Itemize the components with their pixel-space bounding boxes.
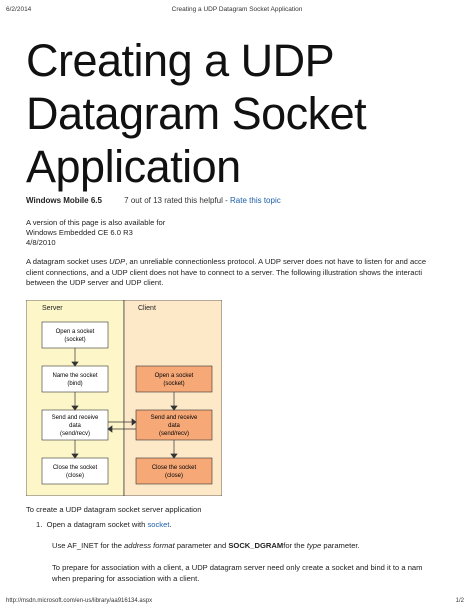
server-box-sendrecv-label: Send and receive xyxy=(52,415,99,421)
client-box-sendrecv-label: Send and receive xyxy=(151,415,198,421)
client-box-close xyxy=(135,457,213,485)
server-box-bind-call: (bind) xyxy=(67,381,82,387)
use-af-end: parameter. xyxy=(323,541,360,550)
intro-line-3: between the UDP server and UDP client. xyxy=(26,278,164,288)
rating-text: 7 out of 13 rated this helpful - xyxy=(124,196,228,205)
intro-line-2: client connections, and a UDP client doe… xyxy=(26,267,423,277)
server-box-close xyxy=(41,457,109,485)
intro-line-1: A datagram socket uses UDP, an unreliabl… xyxy=(26,257,427,266)
server-box-socket-call: (socket) xyxy=(64,337,85,343)
use-af-mid: parameter and xyxy=(176,541,227,550)
print-header-title: Creating a UDP Datagram Socket Applicati… xyxy=(171,6,303,13)
use-af-prefix: Use AF_INET for the xyxy=(52,541,122,550)
doc-date: 4/8/2010 xyxy=(26,238,56,247)
server-box-socket xyxy=(41,321,109,349)
page-title: Creating a UDP Datagram Socket Applicati… xyxy=(26,34,466,193)
step-number: 1. xyxy=(36,520,43,529)
print-page-number: 1/2 xyxy=(455,598,464,604)
sock-dgram-term: SOCK_DGRAM xyxy=(228,541,284,550)
server-label: Server xyxy=(42,305,63,312)
product-name: Windows Mobile 6.5 xyxy=(26,196,102,205)
type-term: type xyxy=(306,541,322,550)
flow-arrows xyxy=(71,348,178,459)
print-date: 6/2/2014 xyxy=(6,6,32,13)
client-box-socket xyxy=(135,365,213,393)
topic-meta: Windows Mobile 6.5 7 out of 13 rated thi… xyxy=(26,196,281,205)
step-1-text: Open a datagram socket with xyxy=(46,520,146,529)
rate-topic-link[interactable]: Rate this topic xyxy=(230,196,281,205)
client-box-socket-call: (socket) xyxy=(163,381,184,387)
ce-version-link[interactable]: Windows Embedded CE 6.0 R3 xyxy=(26,228,133,237)
client-box-sendrecv xyxy=(135,409,213,441)
client-box-sendrecv-call: (send/recv) xyxy=(159,431,189,437)
step-1-period: . xyxy=(169,520,172,529)
also-available-text: A version of this page is also available… xyxy=(26,218,166,227)
udp-interaction-diagram: Server Client Open a socket (socket) Nam… xyxy=(26,300,222,496)
server-box-sendrecv-data: data xyxy=(69,423,81,429)
address-format-term: address format xyxy=(124,541,175,550)
client-box-close-call: (close) xyxy=(165,473,183,479)
use-af-mid2: for the xyxy=(283,541,305,550)
procedure-step-1: 1. Open a datagram socket with socket. xyxy=(36,520,172,529)
title-line-3: Application xyxy=(26,141,241,192)
client-label: Client xyxy=(138,305,156,312)
client-box-sendrecv-data: data xyxy=(168,423,180,429)
prepare-line-1: To prepare for association with a client… xyxy=(52,563,423,572)
use-af-inet-text: Use AF_INET for the address format param… xyxy=(52,541,360,552)
procedure-heading: To create a UDP datagram socket server a… xyxy=(26,505,202,514)
server-box-bind xyxy=(41,365,109,393)
server-box-close-call: (close) xyxy=(66,473,84,479)
server-box-socket-label: Open a socket xyxy=(56,329,95,335)
prepare-line-2: when preparing for association with a cl… xyxy=(52,573,200,583)
client-box-socket-label: Open a socket xyxy=(155,373,194,379)
server-box-sendrecv-call: (send/recv) xyxy=(60,431,90,437)
server-box-close-label: Close the socket xyxy=(53,465,98,471)
print-footer-url: http://msdn.microsoft.com/en-us/library/… xyxy=(6,598,153,604)
client-box-close-label: Close the socket xyxy=(152,465,197,471)
server-box-bind-label: Name the socket xyxy=(52,373,97,379)
socket-link[interactable]: socket xyxy=(147,520,170,529)
title-line-1: Creating a UDP xyxy=(26,35,335,86)
title-line-2: Datagram Socket xyxy=(26,88,367,139)
